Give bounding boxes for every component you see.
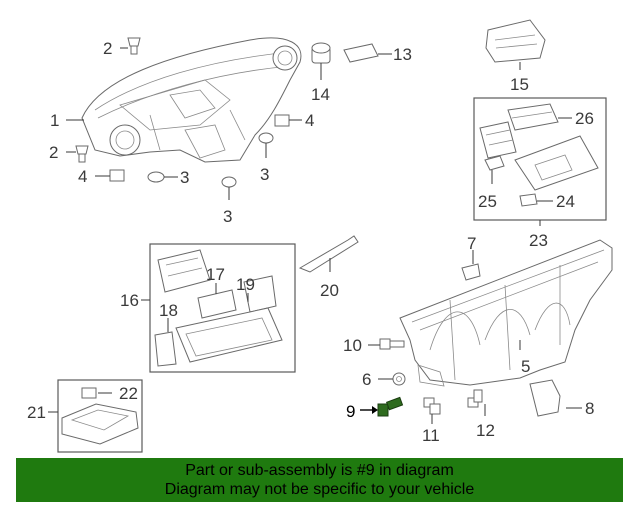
callout-8: 8: [585, 399, 594, 418]
callout-19: 19: [236, 275, 255, 294]
callout-7: 7: [467, 234, 476, 253]
glove-box-drawing: [154, 249, 283, 367]
clip-drawing: [75, 145, 89, 163]
callout-20: 20: [320, 281, 339, 300]
callout-16: 16: [120, 291, 139, 310]
callout-23: 23: [529, 231, 548, 250]
knob-drawing: [311, 42, 331, 80]
banner-line-2: Diagram may not be specific to your vehi…: [164, 481, 475, 498]
bracket-drawing: [529, 379, 561, 417]
glove-box-group-frame: [149, 243, 296, 373]
callout-3-b: 3: [260, 165, 269, 184]
callout-17: 17: [206, 265, 225, 284]
nut-drawing: [109, 169, 125, 182]
callout-18: 18: [159, 301, 178, 320]
callout-11: 11: [422, 426, 440, 445]
bolt-drawing: [379, 338, 405, 350]
banner-line-1: Part or sub-assembly is #9 in diagram: [185, 462, 454, 479]
screw-drawing: [221, 176, 237, 188]
bolt-drawing: [467, 389, 483, 408]
callout-1: 1: [50, 111, 59, 130]
callout-24: 24: [556, 192, 575, 211]
trim-strip-drawing: [298, 235, 359, 273]
callout-10: 10: [343, 336, 362, 355]
clip-drawing: [127, 37, 141, 55]
callout-25: 25: [478, 192, 497, 211]
callout-21: 21: [27, 403, 46, 422]
screw-drawing: [258, 132, 274, 144]
callout-6: 6: [362, 370, 371, 389]
info-banner: Part or sub-assembly is #9 in diagram Di…: [16, 458, 623, 502]
washer-drawing: [392, 372, 406, 386]
bracket-drawing: [461, 263, 481, 281]
callout-14: 14: [311, 85, 330, 104]
arrowhead: [372, 406, 378, 414]
callout-4-left: 4: [78, 167, 87, 186]
callout-3-a: 3: [180, 168, 189, 187]
screw-drawing: [147, 171, 165, 183]
highlighted-bolt-drawing: [377, 396, 404, 417]
vent-assembly-drawing: [479, 103, 599, 207]
callout-9: 9: [346, 402, 355, 421]
callout-3-c: 3: [223, 207, 232, 226]
storage-tray-drawing: [61, 387, 139, 445]
callout-2-left: 2: [49, 143, 58, 162]
instrument-panel-drawing: [81, 37, 302, 163]
callout-22: 22: [119, 384, 138, 403]
callout-2-top: 2: [103, 39, 112, 58]
callout-4-right: 4: [305, 111, 314, 130]
cross-car-beam-drawing: [399, 239, 613, 387]
callout-13: 13: [393, 45, 412, 64]
cover-plate-drawing: [343, 43, 379, 63]
nut-drawing: [274, 114, 290, 127]
vent-drawing: [485, 19, 546, 70]
bolt-drawing: [423, 397, 441, 415]
callout-12: 12: [476, 421, 495, 440]
callout-5: 5: [521, 357, 530, 376]
callout-26: 26: [575, 109, 594, 128]
callout-15: 15: [510, 75, 529, 94]
tray-group-frame: [57, 379, 143, 453]
